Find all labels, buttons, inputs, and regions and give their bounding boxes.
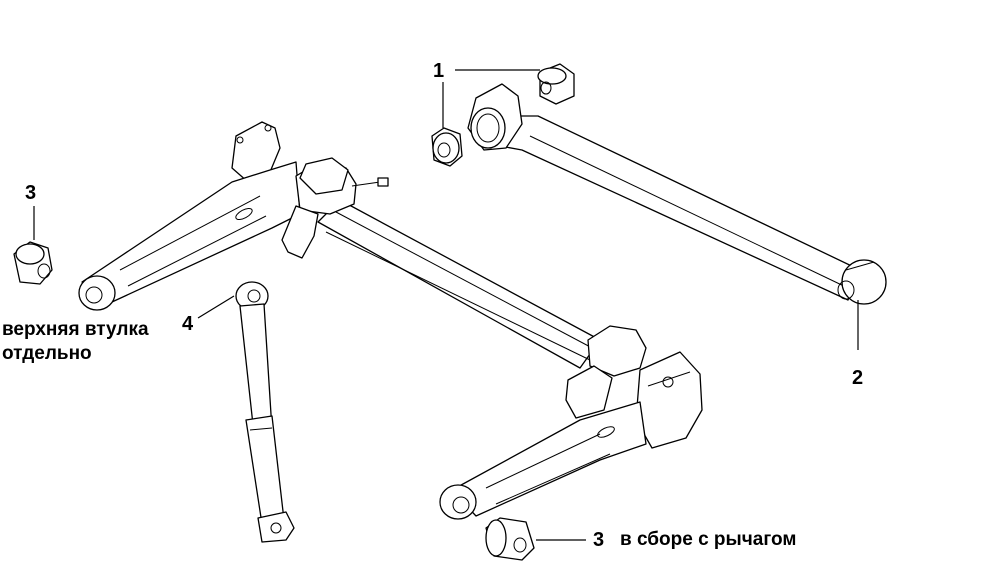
- bushing-3-left: [13, 241, 53, 285]
- callout-3-bottom-number: 3: [593, 529, 605, 551]
- left-note-line-2: отдельно: [2, 343, 92, 364]
- axle-beam: [317, 199, 601, 369]
- callout-4-number: 4: [182, 313, 194, 335]
- right-trailing-arm: [439, 401, 647, 520]
- left-hub: [281, 157, 389, 259]
- shock-absorber: [235, 281, 295, 543]
- callout-3-bottom-note: в сборе с рычагом: [620, 529, 797, 550]
- right-hub: [565, 325, 703, 449]
- bushing-3-bottom: [485, 517, 535, 561]
- control-rod: [467, 83, 887, 305]
- bushing-1-upper: [537, 63, 575, 105]
- callout-3-left-number: 3: [25, 182, 37, 204]
- callout-2-number: 2: [852, 367, 864, 389]
- callout-1-number: 1: [433, 60, 445, 82]
- leader-lines: [33, 69, 859, 541]
- left-note-line-1: верхняя втулка: [2, 319, 149, 340]
- left-trailing-arm: [78, 121, 301, 311]
- bushing-1-lower: [431, 127, 463, 167]
